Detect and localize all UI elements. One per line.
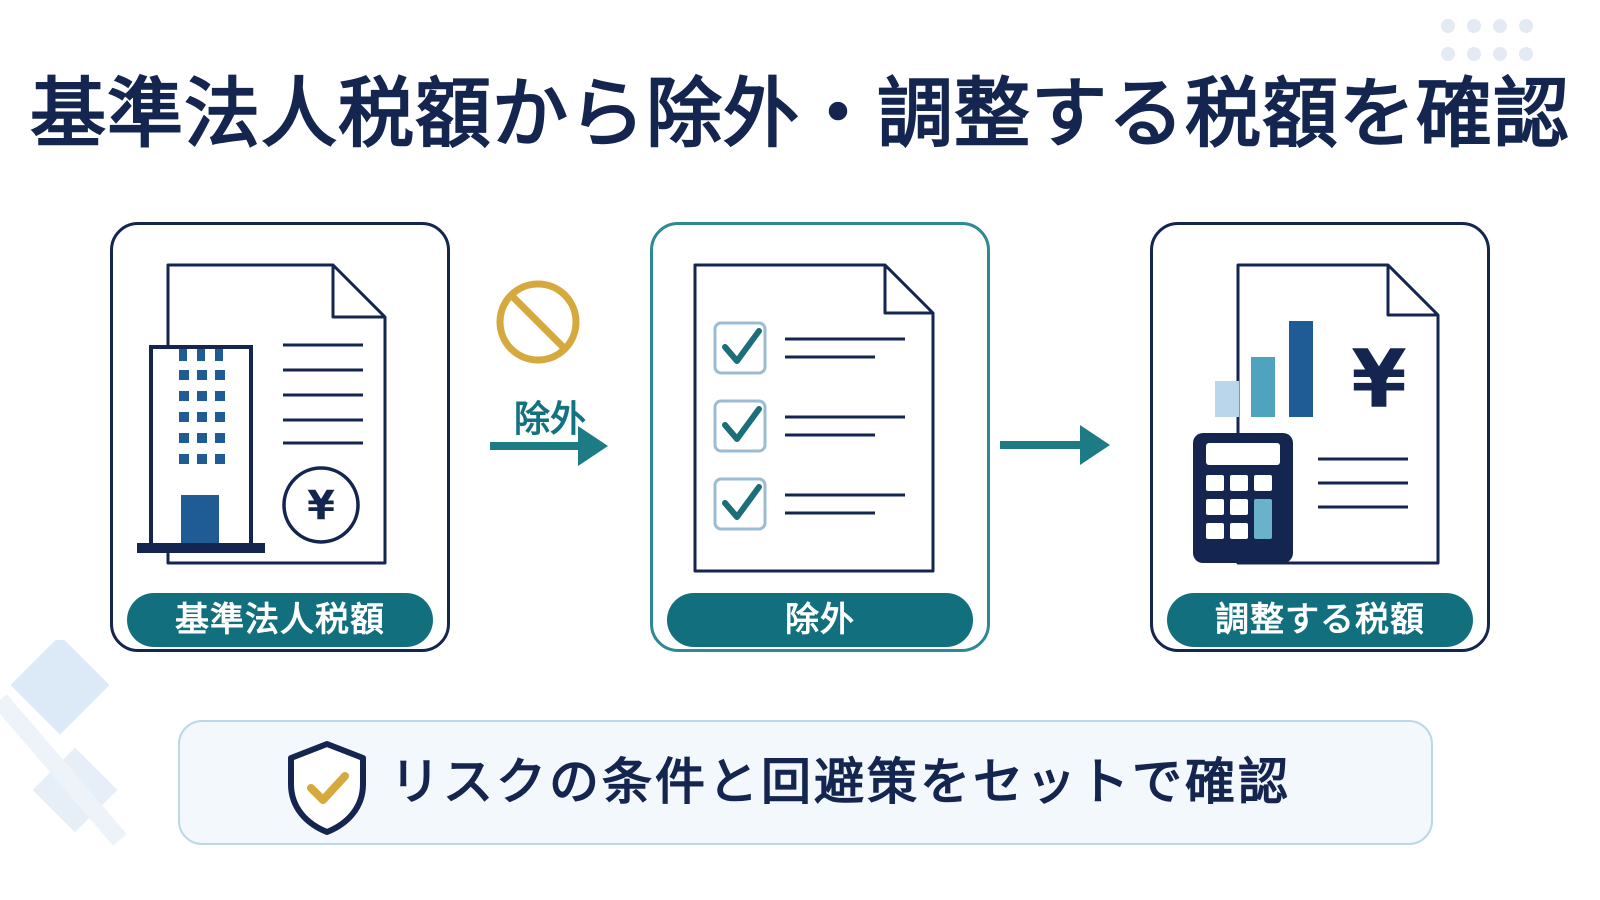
svg-text:¥: ¥	[1351, 333, 1407, 426]
calculator-chart-yen-icon: ¥	[1193, 263, 1440, 565]
card-basis-label: 基準法人税額	[127, 593, 433, 647]
building-document-yen-icon: ¥	[137, 263, 387, 565]
page-title: 基準法人税額から除外・調整する税額を確認	[30, 69, 1570, 158]
prohibited-icon	[496, 280, 580, 364]
card-exclude-label: 除外	[667, 593, 973, 647]
card-basis-tax: ¥ 基準法人税額	[110, 222, 450, 652]
checklist-document-icon	[693, 263, 935, 573]
exclude-arrow	[490, 280, 608, 466]
card-adjust-label: 調整する税額	[1167, 593, 1473, 647]
card-adjust-tax: ¥ 調整する税額	[1150, 222, 1490, 652]
exclude-arrow-label: 除外	[513, 399, 586, 440]
shield-check-icon	[288, 741, 366, 835]
svg-text:¥: ¥	[307, 483, 335, 529]
card-exclude: 除外	[650, 222, 990, 652]
decorative-dots	[1441, 19, 1533, 61]
note-text: リスクの条件と回避策をセットで確認	[390, 753, 1291, 811]
adjust-arrow	[1000, 425, 1110, 465]
decorative-diamonds	[0, 640, 127, 846]
note-box: リスクの条件と回避策をセットで確認	[178, 720, 1433, 845]
